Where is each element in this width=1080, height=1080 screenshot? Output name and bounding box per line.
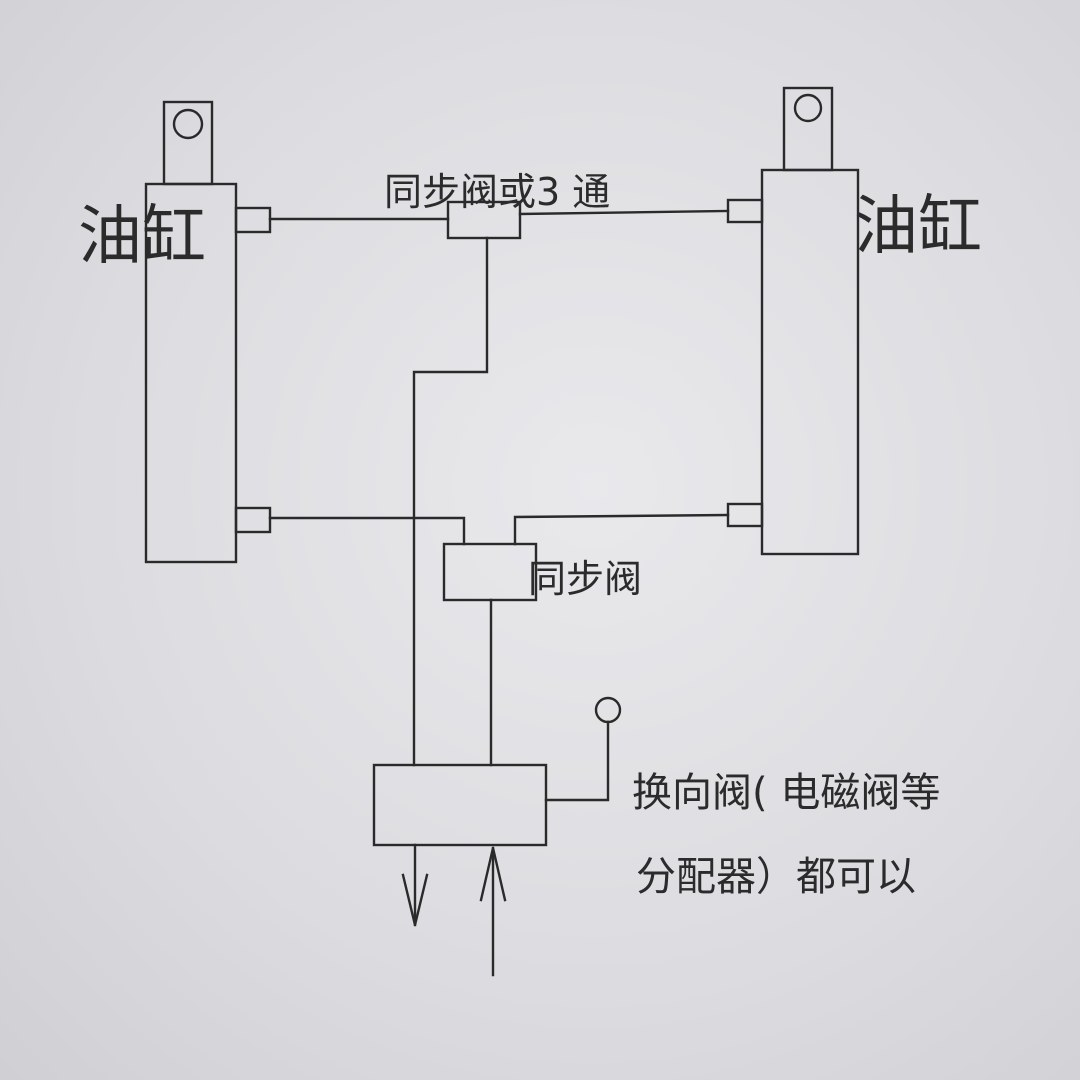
reversing-valve-handle-line — [544, 720, 610, 802]
right-top-line — [518, 209, 730, 216]
right-cylinder — [726, 86, 860, 556]
pressure-arrow-up — [479, 846, 507, 977]
left-cylinder — [144, 100, 272, 564]
top-valve-label: 同步阀或3 通 — [384, 170, 610, 214]
return-arrow-down — [401, 843, 429, 927]
reversing-valve-label-line2: 分配器）都可以 — [636, 854, 916, 900]
left-mount-hole — [172, 108, 204, 140]
middle-valve-label: 同步阀 — [528, 557, 642, 601]
right-top-port — [726, 198, 764, 224]
left-top-port — [234, 206, 272, 234]
right-cylinder-label: 油缸 — [854, 190, 982, 264]
left-bottom-line — [268, 516, 466, 546]
reversing-valve-label-line1: 换向阀( 电磁阀等 — [632, 770, 940, 816]
right-mount-hole — [793, 93, 823, 123]
left-bottom-port — [234, 506, 272, 534]
right-bottom-port — [726, 502, 764, 528]
top-valve-supply-line — [412, 236, 489, 767]
middle-sync-valve-box — [442, 542, 538, 602]
left-piston-rod-eye — [162, 100, 214, 186]
reversing-valve-handle-knob — [594, 696, 622, 724]
left-cylinder-body — [144, 182, 238, 564]
right-bottom-line — [513, 513, 730, 546]
right-piston-rod-eye — [782, 86, 834, 172]
reversing-valve-box — [372, 763, 548, 847]
right-cylinder-body — [760, 168, 860, 556]
left-cylinder-label: 油缸 — [78, 200, 206, 274]
